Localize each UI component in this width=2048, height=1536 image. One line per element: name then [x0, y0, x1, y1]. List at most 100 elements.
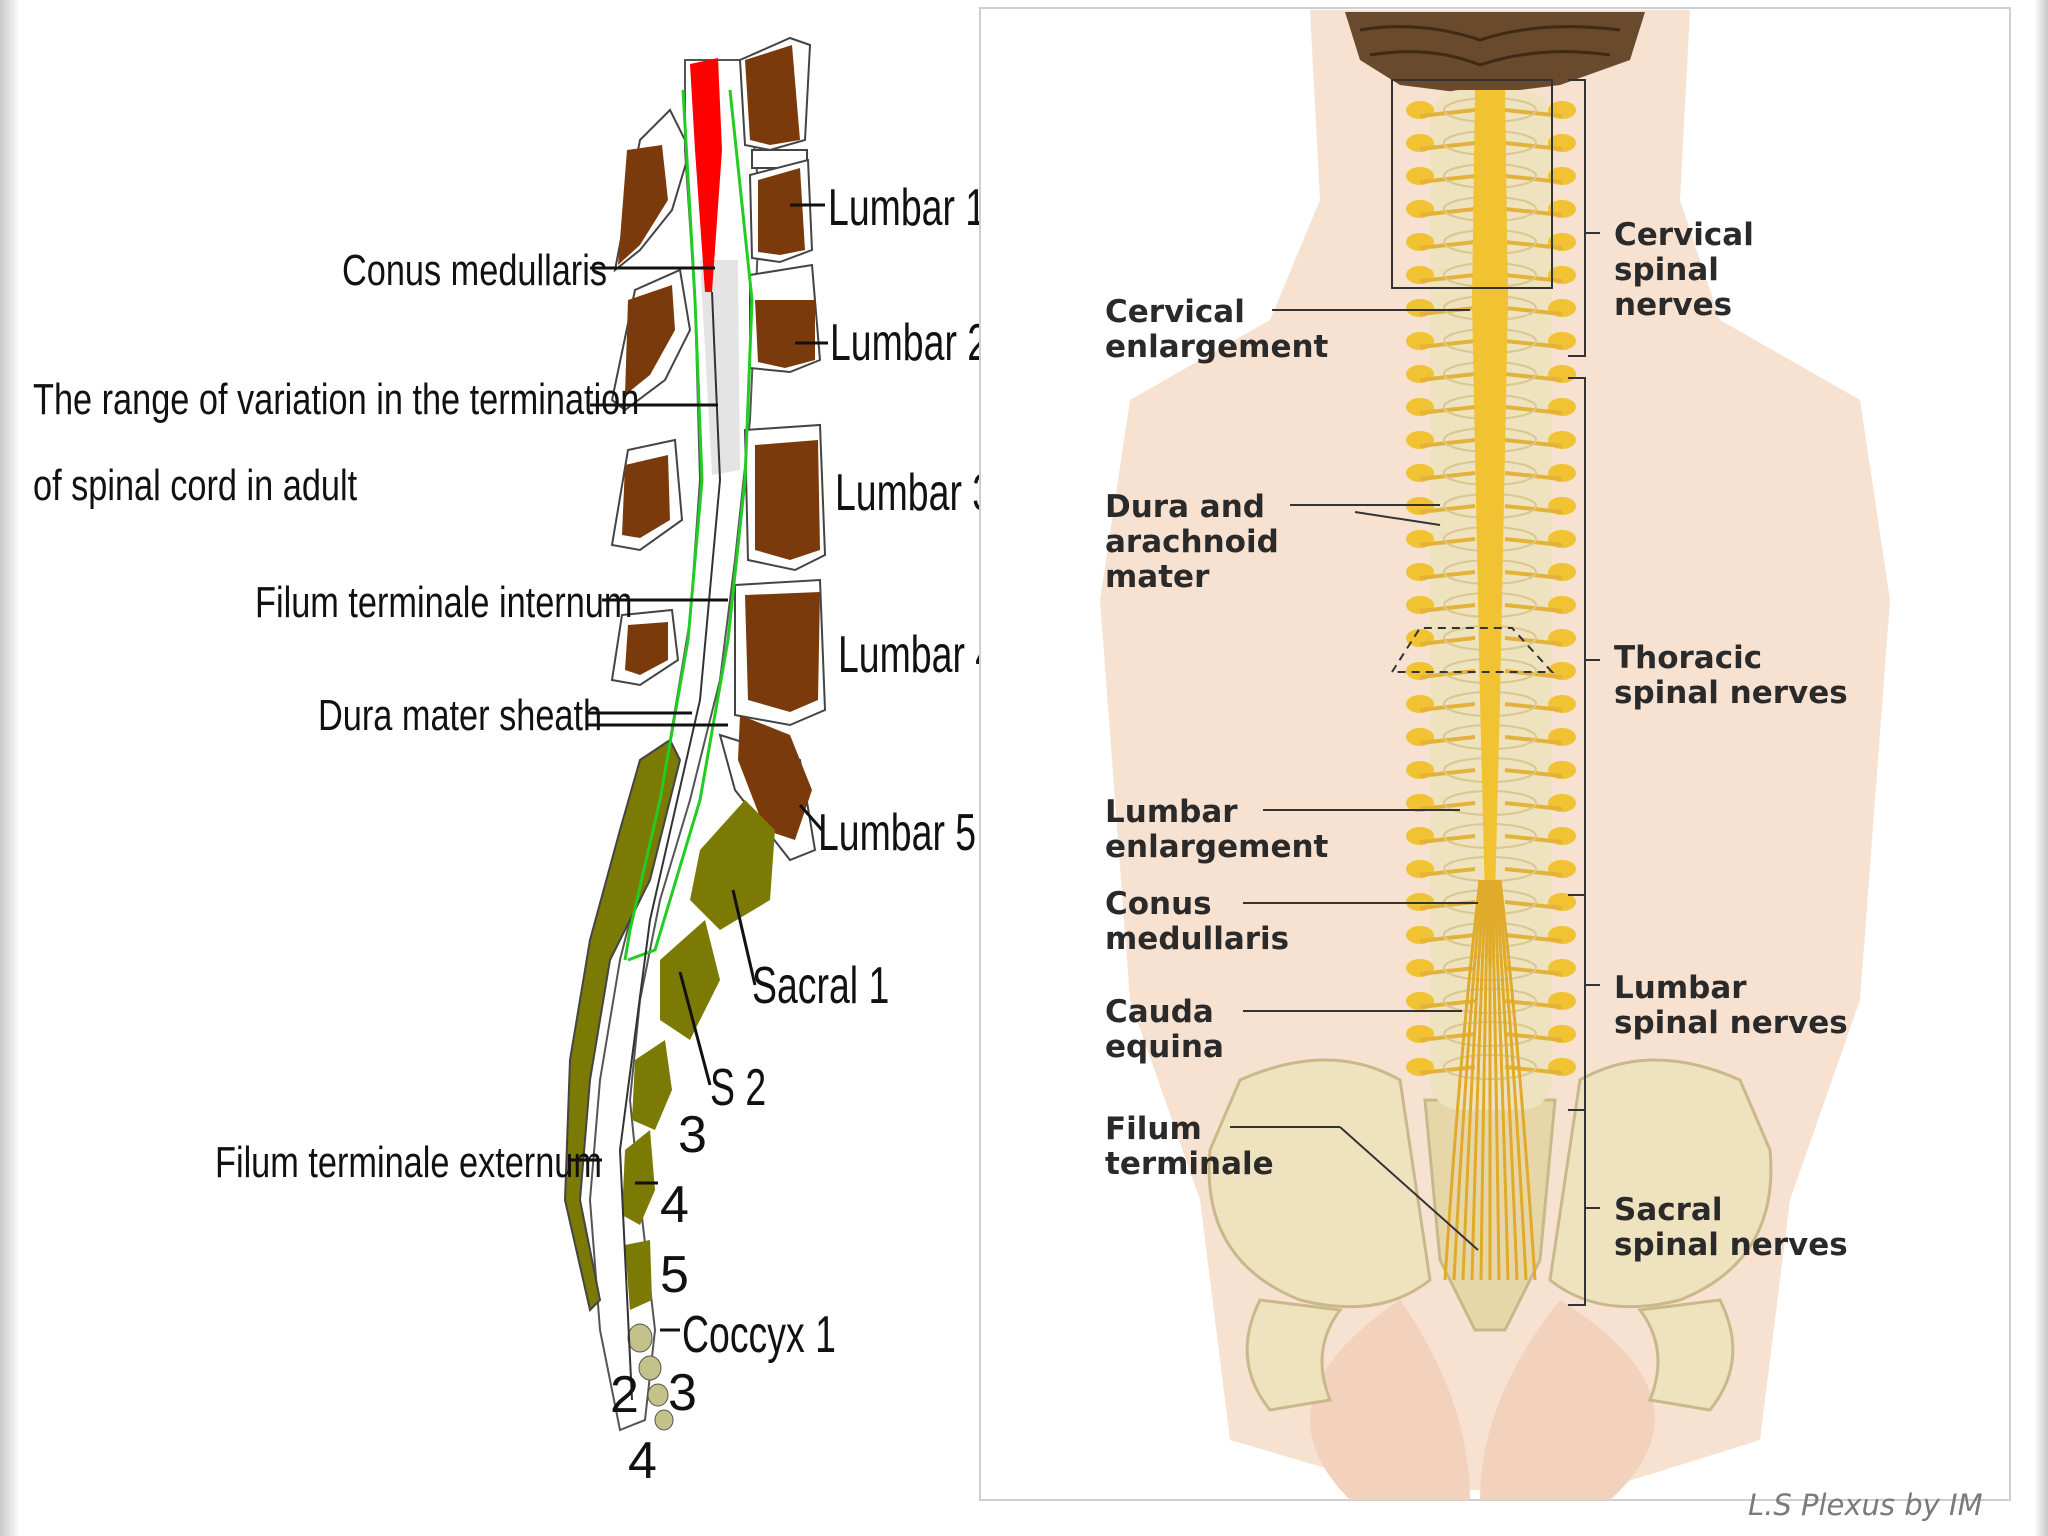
nerve-branch: [1419, 1032, 1476, 1042]
nerve-branch: [1419, 405, 1476, 415]
cauda-fiber: [1496, 879, 1528, 1281]
spinal-cord: [1472, 90, 1508, 1000]
cauda-fiber: [1494, 879, 1519, 1281]
label-coccyx-3: 3: [668, 1364, 697, 1422]
left-labels: Conus medullaris The range of variation …: [33, 246, 639, 1187]
label-cervical-nerves-2: spinal: [1614, 252, 1719, 288]
nerve-branch: [1419, 372, 1476, 382]
label-cervical-nerves-3: nerves: [1614, 287, 1732, 323]
cauda-fiber: [1443, 879, 1482, 1281]
nerve-branch: [1419, 537, 1476, 547]
right-labels-right: Cervical spinal nerves Thoracic spinal n…: [1614, 217, 1848, 1263]
label-lumbar-4: Lumbar 4: [838, 625, 996, 684]
nerve-branch: [1419, 207, 1476, 217]
label-variation-range-line2: of spinal cord in adult: [33, 461, 357, 510]
leader-lines-right: [1230, 309, 1479, 1251]
label-cauda-equina-2: equina: [1105, 1029, 1224, 1065]
label-conus-medullaris-r2: medullaris: [1105, 921, 1289, 957]
cauda-fiber: [1492, 879, 1510, 1281]
filum-terminale: [618, 291, 722, 1401]
nerve-branch: [1419, 438, 1476, 448]
label-lumbar-5: Lumbar 5: [818, 803, 976, 862]
nerve-branch: [1419, 669, 1476, 679]
label-filum-terminale-internum: Filum terminale internum: [255, 578, 632, 627]
nerve-branch: [1419, 273, 1476, 283]
label-dura-mater-sheath: Dura mater sheath: [318, 691, 602, 740]
thoracic-trapezoid: [1390, 627, 1555, 673]
nerve-branch: [1419, 636, 1476, 646]
nerve-branch: [1419, 339, 1476, 349]
label-s2: S 2: [710, 1058, 766, 1117]
nerve-branch: [1419, 471, 1476, 481]
label-cervical-enlargement-1: Cervical: [1105, 294, 1245, 330]
posterior-sacral-wall: [563, 738, 682, 1312]
label-cervical-enlargement-2: enlargement: [1105, 329, 1329, 365]
nerve-branch: [1419, 702, 1476, 712]
slide-footer: L.S Plexus by IM: [1748, 1488, 1983, 1522]
label-dura-arachnoid-3: mater: [1105, 559, 1210, 595]
cauda-fiber: [1452, 879, 1484, 1281]
vertebra-labels: Lumbar 1 Lumbar 2 Lumbar 3 Lumbar 4 Lumb…: [610, 178, 996, 1490]
nerve-branch: [1419, 240, 1476, 250]
label-lumbar-enlargement-2: enlargement: [1105, 829, 1329, 865]
label-cervical-nerves-1: Cervical: [1614, 217, 1754, 253]
slide-shadow-left: [0, 0, 20, 1536]
label-lumbar-enlargement-1: Lumbar: [1105, 794, 1238, 830]
slide-shadow-right: [2034, 0, 2048, 1536]
label-s5: 5: [660, 1246, 689, 1304]
cervical-box: [1391, 79, 1553, 289]
cauda-fiber: [1498, 879, 1537, 1281]
label-cauda-equina-1: Cauda: [1105, 994, 1214, 1030]
dura-mater-line: [623, 89, 704, 961]
label-thoracic-nerves-1: Thoracic: [1614, 640, 1762, 676]
label-dura-arachnoid-1: Dura and: [1105, 489, 1265, 525]
label-s3: 3: [678, 1106, 707, 1164]
label-sacral-nerves-1: Sacral: [1614, 1192, 1722, 1228]
nerve-branch: [1419, 174, 1476, 184]
label-lumbar-1: Lumbar 1: [828, 178, 986, 237]
nerve-branch: [1419, 570, 1476, 580]
label-s4: 4: [660, 1176, 689, 1234]
label-conus-medullaris: Conus medullaris: [342, 246, 607, 295]
right-labels-left: Cervical enlargement Dura and arachnoid …: [1105, 294, 1329, 1182]
label-sacral-1: Sacral 1: [752, 956, 889, 1015]
label-lumbar-nerves-2: spinal nerves: [1614, 1005, 1848, 1041]
label-thoracic-nerves-2: spinal nerves: [1614, 675, 1848, 711]
nerve-branch: [1419, 603, 1476, 613]
label-coccyx-1: Coccyx 1: [682, 1305, 836, 1364]
cauda-fiber: [1470, 879, 1488, 1281]
nerve-branch: [1419, 834, 1476, 844]
posterior-body-illustration: [1100, 10, 1890, 1500]
sacral-vertebrae: [622, 800, 775, 1431]
nerve-branch: [1419, 801, 1476, 811]
label-sacral-nerves-2: spinal nerves: [1614, 1227, 1848, 1263]
pelvis: [1207, 1058, 1432, 1309]
label-lumbar-nerves-1: Lumbar: [1614, 970, 1747, 1006]
nerve-branch: [1419, 735, 1476, 745]
nerve-branch: [1419, 504, 1476, 514]
cauda-fiber: [1461, 879, 1486, 1281]
nerve-branch: [1419, 966, 1476, 976]
nerve-branch: [1419, 768, 1476, 778]
label-variation-range-line1: The range of variation in the terminatio…: [33, 375, 639, 424]
lumbar-vertebrae: [718, 36, 827, 862]
label-filum-terminale-externum: Filum terminale externum: [215, 1138, 602, 1187]
label-dura-arachnoid-2: arachnoid: [1105, 524, 1279, 560]
cerebellum: [1345, 12, 1645, 95]
nerve-branch: [1419, 141, 1476, 151]
region-brackets: [1568, 79, 1600, 1306]
variation-zone: [700, 260, 740, 475]
conus-medullaris-shape: [690, 58, 722, 292]
spinous-processes: [610, 108, 692, 687]
nerve-branch: [1419, 933, 1476, 943]
label-coccyx-4: 4: [628, 1432, 657, 1490]
label-coccyx-2: 2: [610, 1366, 639, 1424]
label-filum-terminale-1: Filum: [1105, 1111, 1202, 1147]
leader-lines-left: [568, 203, 828, 1332]
nerve-branch: [1419, 867, 1476, 877]
cauda-equina: [1443, 879, 1537, 1281]
label-lumbar-3: Lumbar 3: [835, 463, 993, 522]
label-filum-terminale-2: terminale: [1105, 1146, 1274, 1182]
